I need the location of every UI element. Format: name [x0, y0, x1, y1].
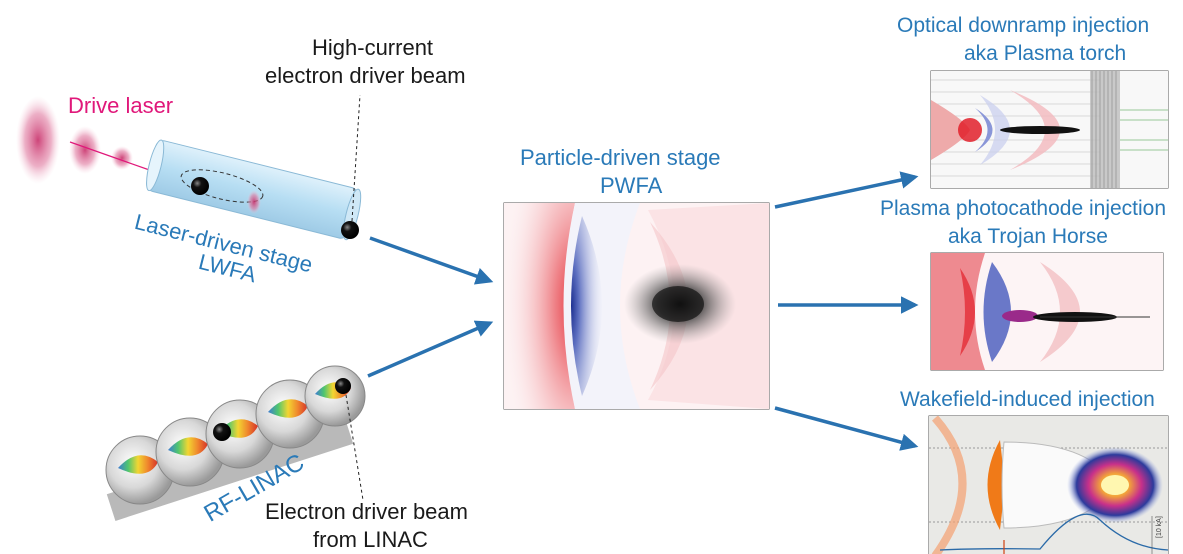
trojan-injection-title-line1: Plasma photocathode injection	[880, 197, 1167, 220]
particle-stage-label-line1: Particle-driven stage	[520, 145, 721, 170]
wakefield-induced-panel	[928, 415, 1169, 554]
drive-laser-label: Drive laser	[68, 93, 174, 118]
trojan-horse-panel	[930, 252, 1164, 371]
arrow-linac-to-pwfa	[367, 320, 494, 378]
drive-laser-pointer-line	[69, 141, 159, 174]
optical-injection-title-line1: Optical downramp injection	[897, 14, 1150, 37]
rf-linac-cavities	[105, 365, 366, 521]
arrow-pwfa-to-optical	[774, 171, 919, 209]
optical-injection-title-line2: aka Plasma torch	[964, 42, 1127, 65]
drive-laser-pulses	[16, 96, 133, 184]
driver-beam-label-line2: electron driver beam	[265, 63, 466, 88]
current-axis-unit-label: [10 kA]	[1156, 516, 1163, 538]
trojan-injection-title-line2: aka Trojan Horse	[948, 225, 1108, 248]
particle-stage-label-line2: PWFA	[600, 173, 663, 198]
electron-driver-beam-from-linac	[335, 378, 351, 394]
wakefield-injection-title: Wakefield-induced injection	[900, 388, 1155, 411]
electron-driver-beam-output	[341, 221, 359, 239]
bubble-outline-dashed	[180, 169, 264, 203]
laser-pulse-in-tube	[247, 190, 261, 214]
optical-downramp-panel	[930, 70, 1169, 189]
pwfa-simulation-panel	[503, 202, 770, 410]
electron-bunch-in-tube	[191, 177, 209, 195]
linac-beam-label-line2: from LINAC	[313, 527, 428, 552]
arrow-pwfa-to-wakefield	[774, 406, 919, 451]
driver-beam-label-line1: High-current	[312, 35, 434, 60]
arrow-lwfa-to-pwfa	[369, 236, 494, 285]
linac-beam-label-line1: Electron driver beam	[265, 499, 468, 524]
electron-bunch-in-linac	[213, 423, 231, 441]
